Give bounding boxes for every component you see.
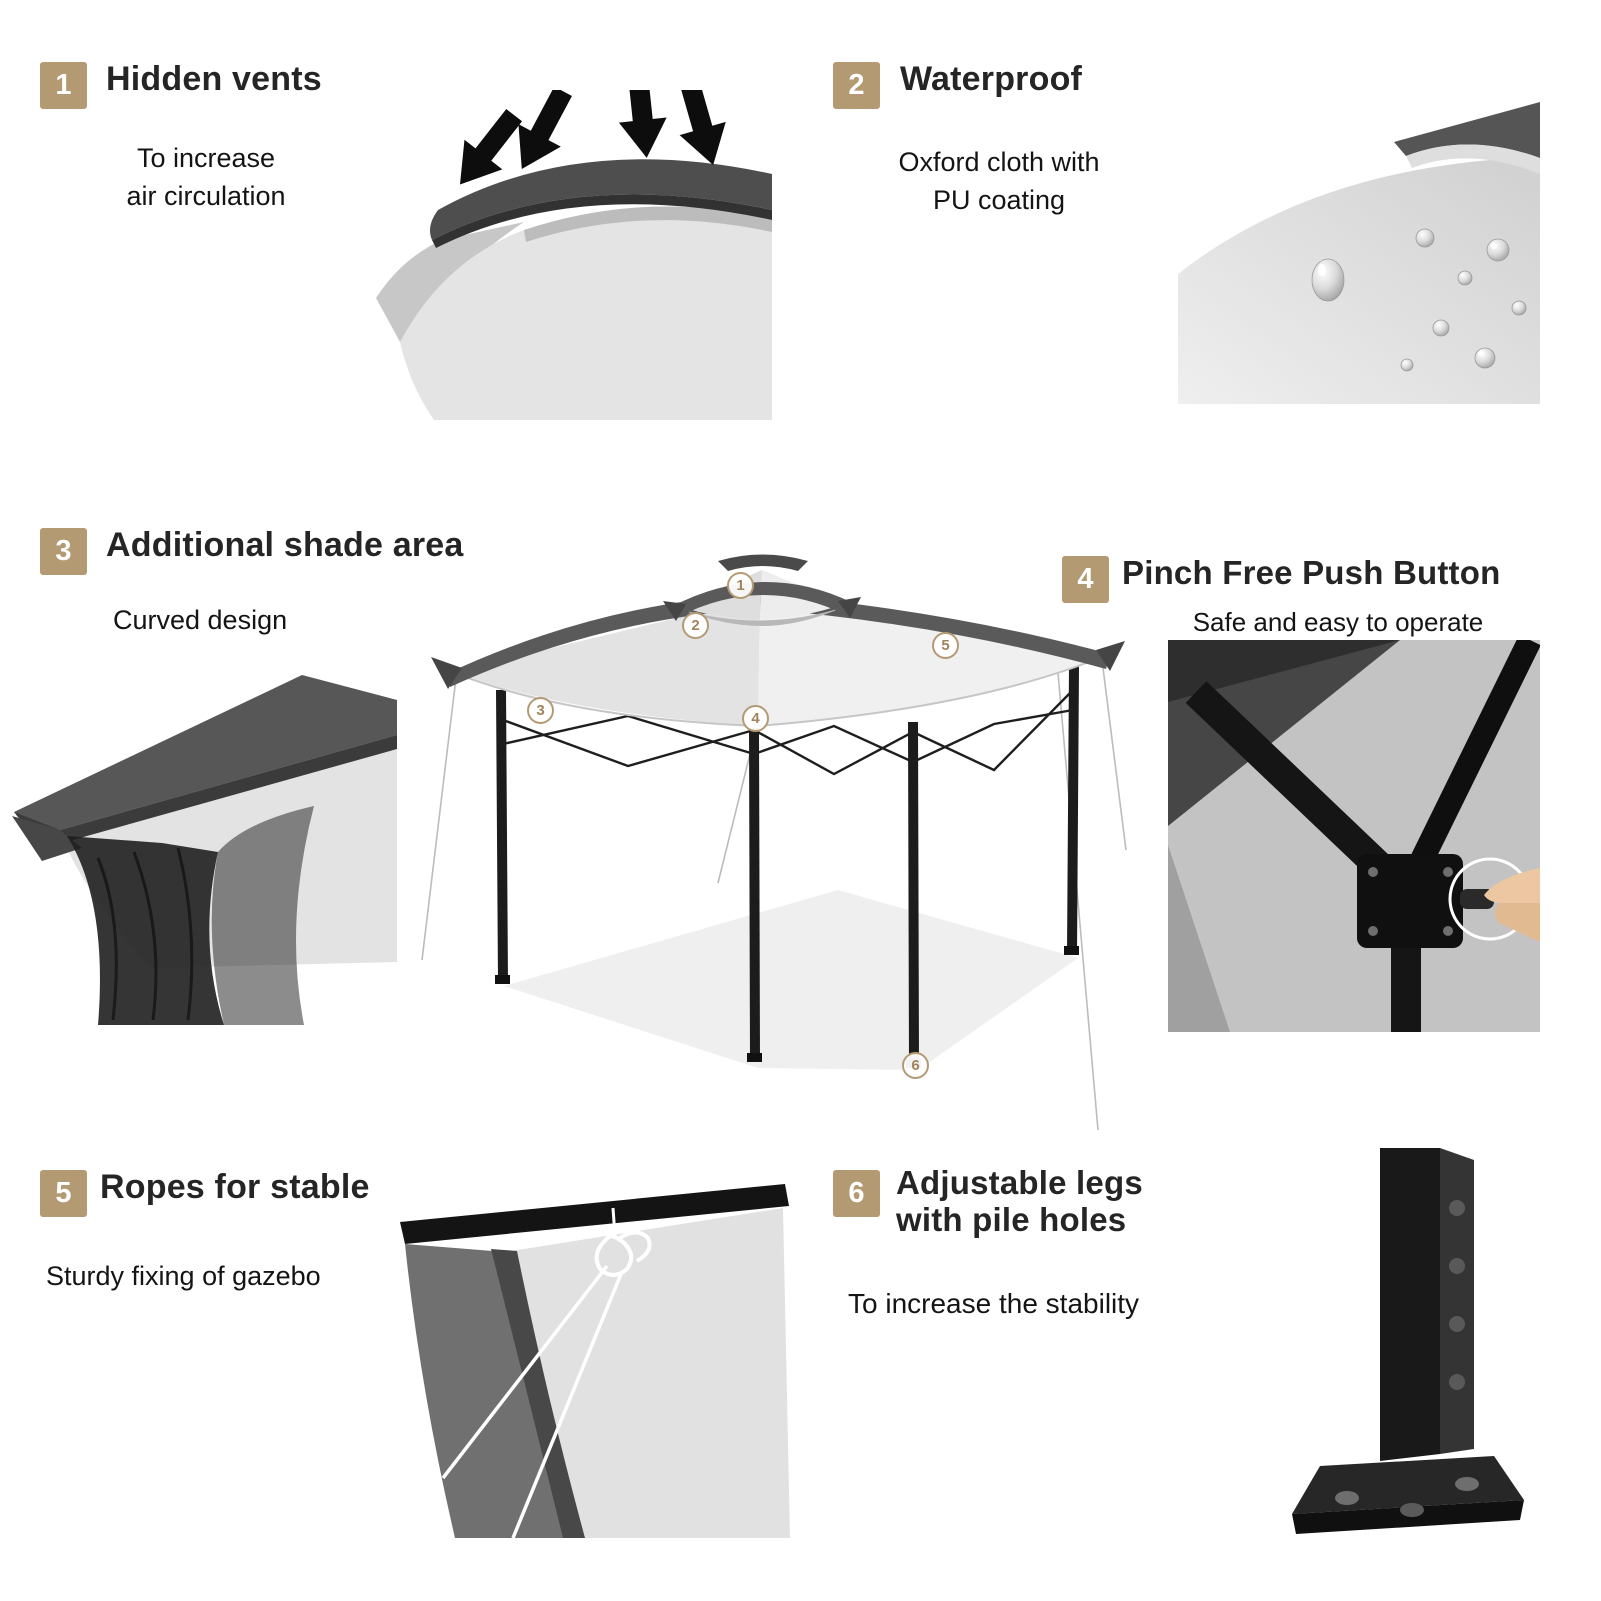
leg-foot-graphic <box>1292 1148 1524 1534</box>
adjustable-leg-illustration <box>1262 1148 1552 1550</box>
feature-5-desc: Sturdy fixing of gazebo <box>46 1261 321 1291</box>
feature-1-number-badge: 1 <box>40 62 87 109</box>
feature-4-title: Pinch Free Push Button <box>1122 554 1501 591</box>
feature-3-number-badge: 3 <box>40 528 87 575</box>
gazebo-graphic <box>421 554 1127 1131</box>
feature-6-title: Adjustable legs with pile holes <box>896 1164 1143 1239</box>
feature-2-number-badge: 2 <box>833 62 880 109</box>
feature-1-desc: To increase air circulation <box>126 143 286 211</box>
feature-2-title: Waterproof <box>900 60 1083 98</box>
canopy-right-face <box>758 598 1104 726</box>
feature-1-title: Hidden vents <box>106 60 322 98</box>
gazebo-callout-1: 1 <box>727 572 754 599</box>
top-cap <box>718 554 808 571</box>
feature-5-number-badge: 5 <box>40 1170 87 1217</box>
hand <box>1484 868 1540 942</box>
eave-top <box>14 675 397 830</box>
ground-shadow <box>504 890 1078 1070</box>
canopy-edge <box>1394 102 1540 158</box>
feature-6-number-badge: 6 <box>833 1170 880 1217</box>
pile-holes <box>1449 1200 1465 1390</box>
leg-post <box>1380 1148 1440 1461</box>
mesh-netting <box>67 806 314 1025</box>
feature-3-desc: Curved design <box>113 605 288 635</box>
gazebo-legs <box>495 666 1079 1068</box>
push-button-graphic <box>1168 640 1540 1032</box>
bracket <box>1357 854 1463 948</box>
feature-5-title: Ropes for stable <box>100 1168 370 1206</box>
push-button-illustration <box>1168 640 1540 1032</box>
gazebo-callout-4: 4 <box>742 705 769 732</box>
truss-frame <box>502 689 1074 776</box>
canopy-vent-graphic <box>376 90 772 420</box>
feature-4-number-badge: 4 <box>1062 556 1109 603</box>
rope <box>441 1207 652 1538</box>
gazebo-callout-5: 5 <box>932 632 959 659</box>
frame-bar <box>400 1184 789 1244</box>
gazebo-main-illustration <box>418 538 1130 1138</box>
rope-corner-graphic <box>400 1184 790 1538</box>
feature-4-desc: Safe and easy to operate <box>1192 607 1484 637</box>
shade-area-illustration <box>12 620 397 1025</box>
feature-6-desc: To increase the stability <box>848 1288 1140 1319</box>
waterproof-fabric-graphic <box>1178 102 1540 404</box>
canopy-corner-graphic <box>12 675 397 1025</box>
ropes-illustration <box>385 1176 790 1538</box>
feature-3-title: Additional shade area <box>106 526 464 564</box>
canopy-trim <box>446 594 1110 687</box>
waterproof-illustration <box>1178 102 1540 404</box>
hidden-vents-illustration <box>372 90 777 420</box>
vent-flap <box>430 159 772 240</box>
gazebo-callout-3: 3 <box>527 697 554 724</box>
gazebo-callout-6: 6 <box>902 1052 929 1079</box>
gazebo-callout-2: 2 <box>682 612 709 639</box>
feature-2-desc: Oxford cloth with PU coating <box>898 147 1100 215</box>
